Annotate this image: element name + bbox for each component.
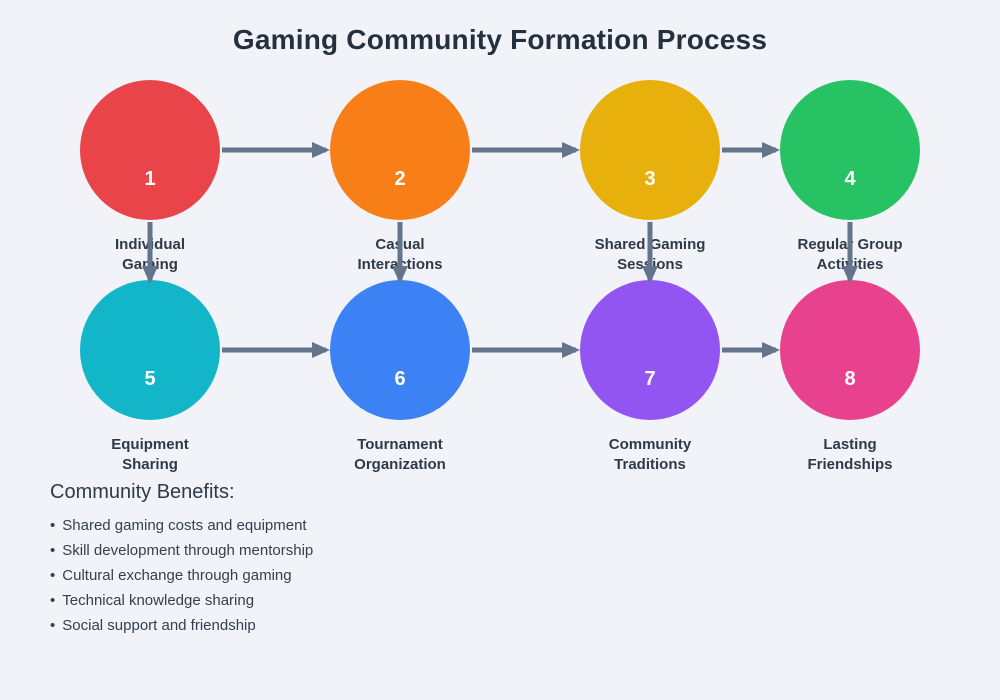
benefit-item: •Shared gaming costs and equipment bbox=[50, 517, 307, 534]
benefits-list: •Shared gaming costs and equipment •Skil… bbox=[50, 513, 650, 638]
step-number-7: 7 bbox=[644, 368, 656, 390]
benefit-item: •Skill development through mentorship bbox=[50, 542, 314, 559]
step-number-6: 6 bbox=[394, 368, 406, 390]
diagram-title: Gaming Community Formation Process bbox=[232, 24, 768, 55]
step-circle-7: 7 bbox=[580, 280, 720, 420]
bullet-icon: • bbox=[50, 592, 56, 609]
step-circle-8: 8 bbox=[780, 280, 920, 420]
step-number-4: 4 bbox=[844, 168, 856, 190]
benefit-item: •Cultural exchange through gaming bbox=[50, 567, 292, 584]
step-circle-4: 4 bbox=[780, 80, 920, 220]
step-number-3: 3 bbox=[644, 168, 656, 190]
bullet-icon: • bbox=[50, 542, 56, 559]
step-circle-6: 6 bbox=[330, 280, 470, 420]
benefit-item: •Technical knowledge sharing bbox=[50, 592, 255, 609]
step-number-8: 8 bbox=[844, 368, 856, 390]
step-circle-3: 3 bbox=[580, 80, 720, 220]
step-circle-5: 5 bbox=[80, 280, 220, 420]
bullet-icon: • bbox=[50, 567, 56, 584]
bullet-icon: • bbox=[50, 517, 56, 534]
bullet-icon: • bbox=[50, 617, 56, 634]
benefits-heading: Community Benefits: bbox=[50, 481, 235, 503]
step-number-5: 5 bbox=[144, 368, 156, 390]
step-number-1: 1 bbox=[144, 168, 156, 190]
benefit-item: •Social support and friendship bbox=[50, 617, 256, 634]
community-benefits-section: Community Benefits: •Shared gaming costs… bbox=[50, 481, 650, 638]
step-number-2: 2 bbox=[394, 168, 406, 190]
step-circle-2: 2 bbox=[330, 80, 470, 220]
step-circle-1: 1 bbox=[80, 80, 220, 220]
